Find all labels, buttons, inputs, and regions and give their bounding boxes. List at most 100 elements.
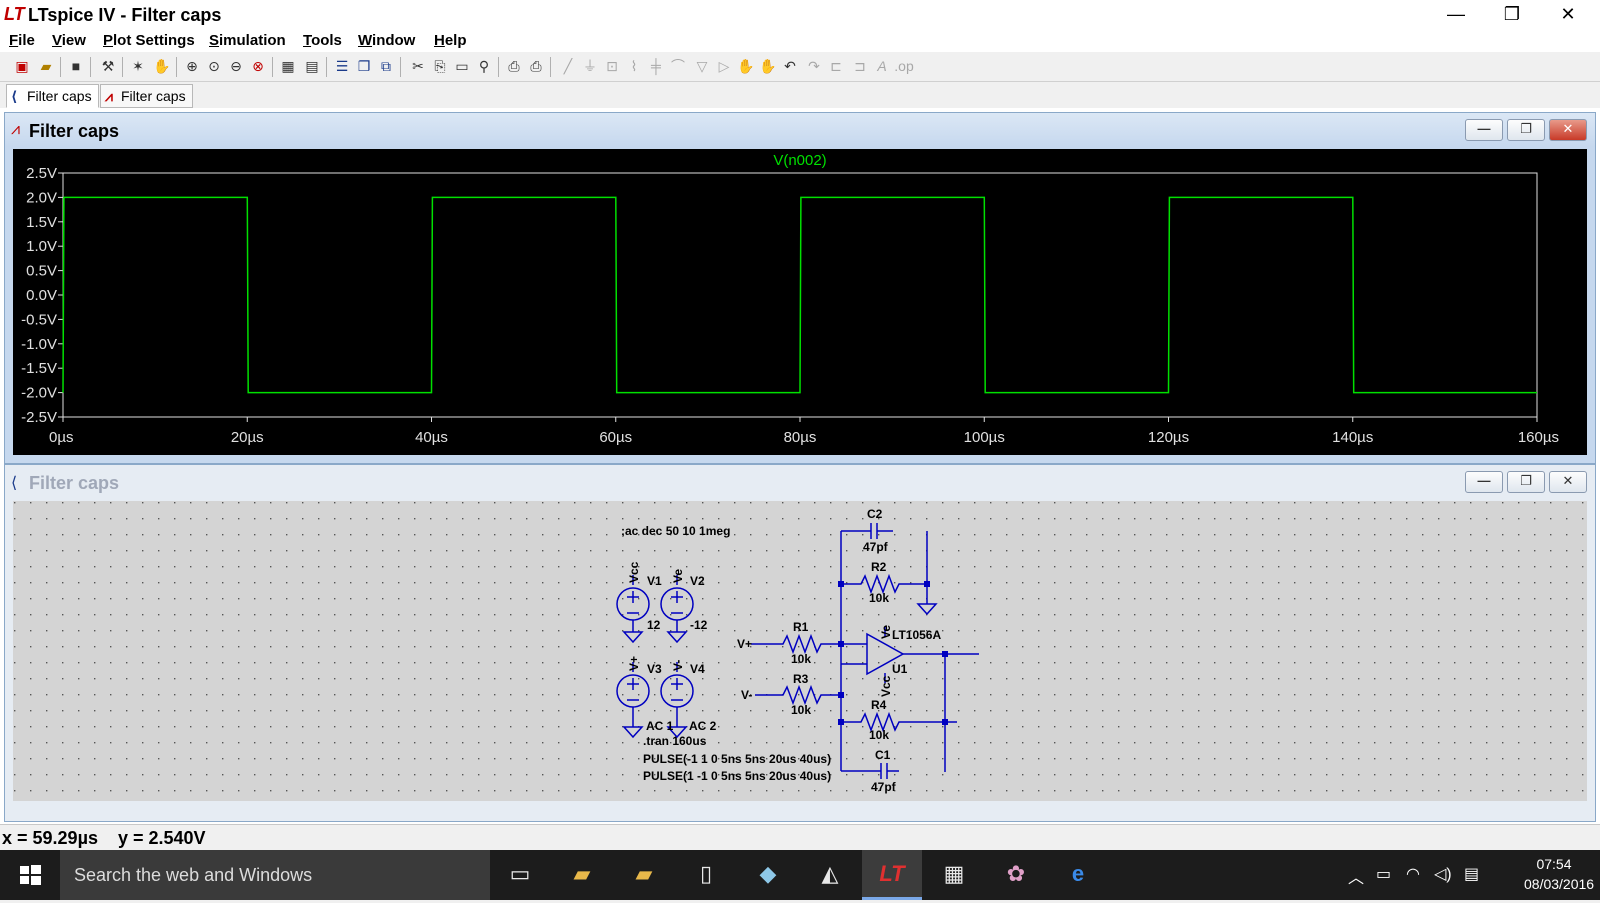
- paste-icon[interactable]: ▭: [455, 58, 469, 74]
- edge-icon[interactable]: e: [1071, 861, 1085, 886]
- tile-horizontal-icon[interactable]: ☰: [335, 58, 349, 74]
- pan-icon[interactable]: ✋: [153, 58, 171, 74]
- r1-label[interactable]: R1: [793, 620, 809, 634]
- redo-icon[interactable]: ↷: [808, 58, 820, 74]
- opamp-net-vcc[interactable]: Vcc: [879, 675, 893, 697]
- schematic-window-titlebar[interactable]: ⟨ Filter caps — ❐ ✕: [5, 465, 1595, 499]
- save-icon[interactable]: ■: [71, 58, 81, 74]
- schematic-window[interactable]: ⟨ Filter caps — ❐ ✕ ;ac dec 50 10 1meg .…: [4, 464, 1596, 822]
- menu-window[interactable]: Window: [358, 32, 416, 49]
- move-icon[interactable]: ✋: [737, 58, 755, 74]
- c1-capacitor[interactable]: [841, 763, 899, 779]
- net-label-ve[interactable]: Ve: [671, 569, 685, 583]
- battery-icon[interactable]: ▭: [1376, 866, 1392, 883]
- resistor-icon[interactable]: ⌇: [630, 58, 638, 74]
- file-explorer-icon[interactable]: ▰: [573, 861, 591, 886]
- close-button[interactable]: ✕: [1560, 4, 1576, 24]
- v2-value[interactable]: -12: [690, 618, 708, 632]
- fox-icon[interactable]: ◭: [821, 861, 839, 886]
- schematic-canvas[interactable]: ;ac dec 50 10 1meg .tran 160us PULSE(-1 …: [13, 501, 1587, 801]
- zoom-in-icon[interactable]: ⊕: [186, 58, 198, 74]
- u1-model[interactable]: LT1056A: [892, 628, 941, 642]
- find-icon[interactable]: ⚲: [478, 58, 490, 74]
- r2-value[interactable]: 10k: [869, 591, 889, 605]
- zoom-out-icon[interactable]: ⊖: [230, 58, 242, 74]
- taskbar-search-box[interactable]: Search the web and Windows: [60, 850, 490, 900]
- undo-icon[interactable]: ↶: [784, 58, 796, 74]
- r1-resistor[interactable]: [751, 633, 841, 655]
- waveform-plot[interactable]: V(n002) 2.5V2.0V1.5V1.0V0.5V0.0V-0.5V-1.…: [13, 149, 1587, 455]
- spice-directive-icon[interactable]: .op: [894, 58, 914, 74]
- plot-close-button[interactable]: ✕: [1549, 119, 1587, 141]
- label-net-icon[interactable]: ⊡: [606, 58, 618, 74]
- series-line-v-n002[interactable]: [62, 196, 1537, 394]
- clock-date[interactable]: 08/03/2016: [1524, 876, 1595, 892]
- zoom-full-icon[interactable]: ▤: [305, 58, 319, 74]
- menu-simulation[interactable]: Simulation: [209, 32, 286, 49]
- close-all-icon[interactable]: ⧉: [381, 58, 391, 74]
- c2-label[interactable]: C2: [867, 507, 883, 521]
- net-label-in-plus[interactable]: V+: [737, 637, 752, 651]
- volume-icon[interactable]: ◁): [1434, 866, 1452, 883]
- u1-opamp-symbol[interactable]: [866, 632, 905, 676]
- open-icon[interactable]: ▰: [40, 58, 52, 74]
- schematic-minimize-button[interactable]: —: [1465, 471, 1503, 493]
- ground-icon[interactable]: ⏚: [583, 58, 597, 74]
- plot-minimize-button[interactable]: —: [1465, 119, 1503, 141]
- menu-help[interactable]: Help: [434, 32, 467, 49]
- menu-view[interactable]: View: [52, 32, 86, 49]
- c2-value[interactable]: 47pf: [863, 540, 889, 554]
- v1-label[interactable]: V1: [647, 574, 662, 588]
- paint-icon[interactable]: ✿: [1006, 861, 1026, 886]
- c2-capacitor[interactable]: [841, 523, 893, 539]
- cut-icon[interactable]: ✂: [412, 58, 424, 74]
- net-label-vminus[interactable]: V-: [671, 660, 685, 671]
- run-icon[interactable]: ✶: [132, 58, 144, 74]
- pulse1-directive[interactable]: PULSE(-1 1 0 5ns 5ns 20us 40us): [643, 752, 831, 766]
- plot-window-titlebar[interactable]: ⩘ Filter caps — ❐ ✕: [5, 113, 1595, 147]
- clock-time[interactable]: 07:54: [1536, 856, 1572, 872]
- mirror-icon[interactable]: ⊐: [854, 58, 866, 74]
- r3-value[interactable]: 10k: [791, 703, 811, 717]
- autorange-icon[interactable]: ▦: [281, 58, 295, 74]
- inductor-icon[interactable]: ⌒: [671, 58, 685, 74]
- copy-icon[interactable]: ⎘: [434, 58, 446, 74]
- cascade-icon[interactable]: ❐: [357, 58, 371, 74]
- r4-resistor[interactable]: [841, 711, 957, 733]
- r2-label[interactable]: R2: [871, 560, 887, 574]
- r2-resistor[interactable]: [841, 573, 927, 595]
- u1-label[interactable]: U1: [892, 662, 908, 676]
- net-label-in-minus[interactable]: V-: [741, 688, 752, 702]
- chevron-up-icon[interactable]: ︿: [1348, 870, 1365, 887]
- ltspice-icon[interactable]: LT: [862, 850, 922, 900]
- v1-value[interactable]: 12: [647, 618, 661, 632]
- folder-icon[interactable]: ▰: [635, 861, 653, 886]
- menu-tools[interactable]: Tools: [303, 32, 342, 49]
- opamp-net-ve[interactable]: Ve: [879, 625, 893, 639]
- drag-icon[interactable]: ✋: [759, 58, 777, 74]
- v4-value[interactable]: AC 2: [689, 719, 717, 733]
- rotate-icon[interactable]: ⊏: [830, 58, 842, 74]
- notifications-icon[interactable]: ▤: [1464, 866, 1480, 883]
- v4-label[interactable]: V4: [690, 662, 705, 676]
- schematic-close-button[interactable]: ✕: [1549, 471, 1587, 493]
- minimize-button[interactable]: —: [1447, 4, 1465, 24]
- capacitor-icon[interactable]: ╪: [651, 58, 661, 74]
- schematic-restore-button[interactable]: ❐: [1507, 471, 1545, 493]
- print-icon[interactable]: ⎙: [530, 58, 542, 74]
- r1-value[interactable]: 10k: [791, 652, 811, 666]
- plot-restore-button[interactable]: ❐: [1507, 119, 1545, 141]
- net-label-vplus[interactable]: V+: [627, 656, 641, 671]
- c1-value[interactable]: 47pf: [871, 780, 897, 794]
- v3-value[interactable]: AC 1: [646, 719, 674, 733]
- start-button[interactable]: [0, 850, 60, 900]
- r3-resistor[interactable]: [755, 684, 841, 706]
- chart-title[interactable]: V(n002): [773, 152, 826, 169]
- v3-label[interactable]: V3: [647, 662, 662, 676]
- component-icon[interactable]: ▷: [718, 58, 730, 74]
- tab-waveform[interactable]: ⩘Filter caps: [100, 84, 193, 108]
- new-schematic-icon[interactable]: ▣: [15, 58, 29, 74]
- calculator-icon[interactable]: ▦: [943, 861, 965, 886]
- ac-directive[interactable]: ;ac dec 50 10 1meg: [621, 524, 730, 538]
